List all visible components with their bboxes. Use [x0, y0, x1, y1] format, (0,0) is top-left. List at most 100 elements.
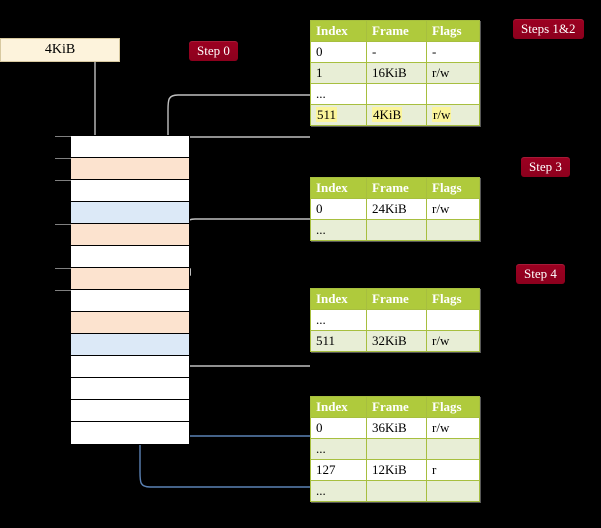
cell-index: 127: [310, 459, 367, 481]
cell-frame: -: [366, 41, 427, 63]
memory-tick: [55, 290, 71, 291]
memory-frame-row: [71, 400, 189, 422]
memory-tick: [55, 136, 71, 137]
highlighted-value: 511: [316, 107, 338, 122]
cell-flags: [426, 480, 480, 502]
memory-frame-row: [71, 312, 189, 334]
cell-index: ...: [310, 309, 367, 331]
cell-flags: r/w: [426, 104, 480, 126]
memory-frame-row: [71, 202, 189, 224]
cell-index: 511: [310, 104, 367, 126]
cell-flags: [426, 438, 480, 460]
table-row: ...: [310, 219, 480, 241]
page-frame-label: 4KiB: [44, 42, 76, 57]
column-header-frame: Frame: [366, 20, 427, 42]
page-frame-box: 4KiB: [0, 38, 120, 62]
cell-frame: [366, 480, 427, 502]
table-row: ...: [310, 438, 480, 460]
steps-1-2-label: Steps 1&2: [521, 20, 576, 36]
memory-tick: [55, 158, 71, 159]
memory-frame-row: [71, 180, 189, 202]
table-row: ...: [310, 309, 480, 331]
column-header-frame: Frame: [366, 288, 427, 310]
memory-frame-row: [71, 136, 189, 158]
cell-index: 0: [310, 198, 367, 220]
cell-flags: r: [426, 459, 480, 481]
memory-tick: [55, 268, 71, 269]
memory-tick: [55, 180, 71, 181]
cell-index: ...: [310, 219, 367, 241]
step-0-label: Step 0: [197, 42, 230, 58]
memory-frame-row: [71, 334, 189, 356]
cell-frame: [366, 83, 427, 105]
table-row: 511 4KiB r/w: [310, 104, 480, 126]
memory-frame-row: [71, 422, 189, 444]
wire-table2-to-memory: [184, 218, 310, 276]
memory-frame-row: [71, 158, 189, 180]
column-header-flags: Flags: [426, 20, 480, 42]
column-header-index: Index: [310, 288, 367, 310]
cell-frame: 32KiB: [366, 330, 427, 352]
column-header-flags: Flags: [426, 288, 480, 310]
memory-frame-row: [71, 290, 189, 312]
column-header-flags: Flags: [426, 396, 480, 418]
memory-frame-row: [71, 246, 189, 268]
step-badge-step-4: Step 4: [516, 264, 565, 284]
cell-index: ...: [310, 83, 367, 105]
cell-frame: [366, 309, 427, 331]
cell-index: 0: [310, 417, 367, 439]
step-3-label: Step 3: [529, 158, 562, 174]
memory-frame-row: [71, 356, 189, 378]
table-row: ...: [310, 83, 480, 105]
highlighted-value: r/w: [432, 107, 452, 122]
cell-frame: 16KiB: [366, 62, 427, 84]
cell-index: ...: [310, 480, 367, 502]
memory-frame-row: [71, 268, 189, 290]
cell-index: 511: [310, 330, 367, 352]
cell-frame: [366, 438, 427, 460]
cell-flags: r/w: [426, 417, 480, 439]
wire-table3-to-memory: [179, 308, 310, 367]
step-4-label: Step 4: [524, 265, 557, 281]
cell-flags: -: [426, 41, 480, 63]
column-header-index: Index: [310, 20, 367, 42]
table-row: ...: [310, 480, 480, 502]
physical-memory-column: [70, 135, 190, 445]
memory-frame-row: [71, 378, 189, 400]
step-badge-step-0: Step 0: [189, 41, 238, 61]
cell-frame: 12KiB: [366, 459, 427, 481]
cell-flags: [426, 219, 480, 241]
column-header-frame: Frame: [366, 177, 427, 199]
table-row: 0--: [310, 41, 480, 63]
cell-flags: [426, 83, 480, 105]
cell-flags: r/w: [426, 330, 480, 352]
highlighted-value: 4KiB: [372, 107, 403, 122]
memory-tick: [55, 224, 71, 225]
column-header-flags: Flags: [426, 177, 480, 199]
cell-index: 0: [310, 41, 367, 63]
cell-frame: 36KiB: [366, 417, 427, 439]
cell-frame: [366, 219, 427, 241]
column-header-frame: Frame: [366, 396, 427, 418]
cell-flags: [426, 309, 480, 331]
cell-flags: r/w: [426, 62, 480, 84]
step-badge-step-3: Step 3: [521, 157, 570, 177]
column-header-index: Index: [310, 396, 367, 418]
cell-flags: r/w: [426, 198, 480, 220]
step-badge-steps-1-2: Steps 1&2: [513, 19, 584, 39]
cell-frame: 4KiB: [366, 104, 427, 126]
cell-index: ...: [310, 438, 367, 460]
cell-frame: 24KiB: [366, 198, 427, 220]
memory-frame-row: [71, 224, 189, 246]
cell-index: 1: [310, 62, 367, 84]
